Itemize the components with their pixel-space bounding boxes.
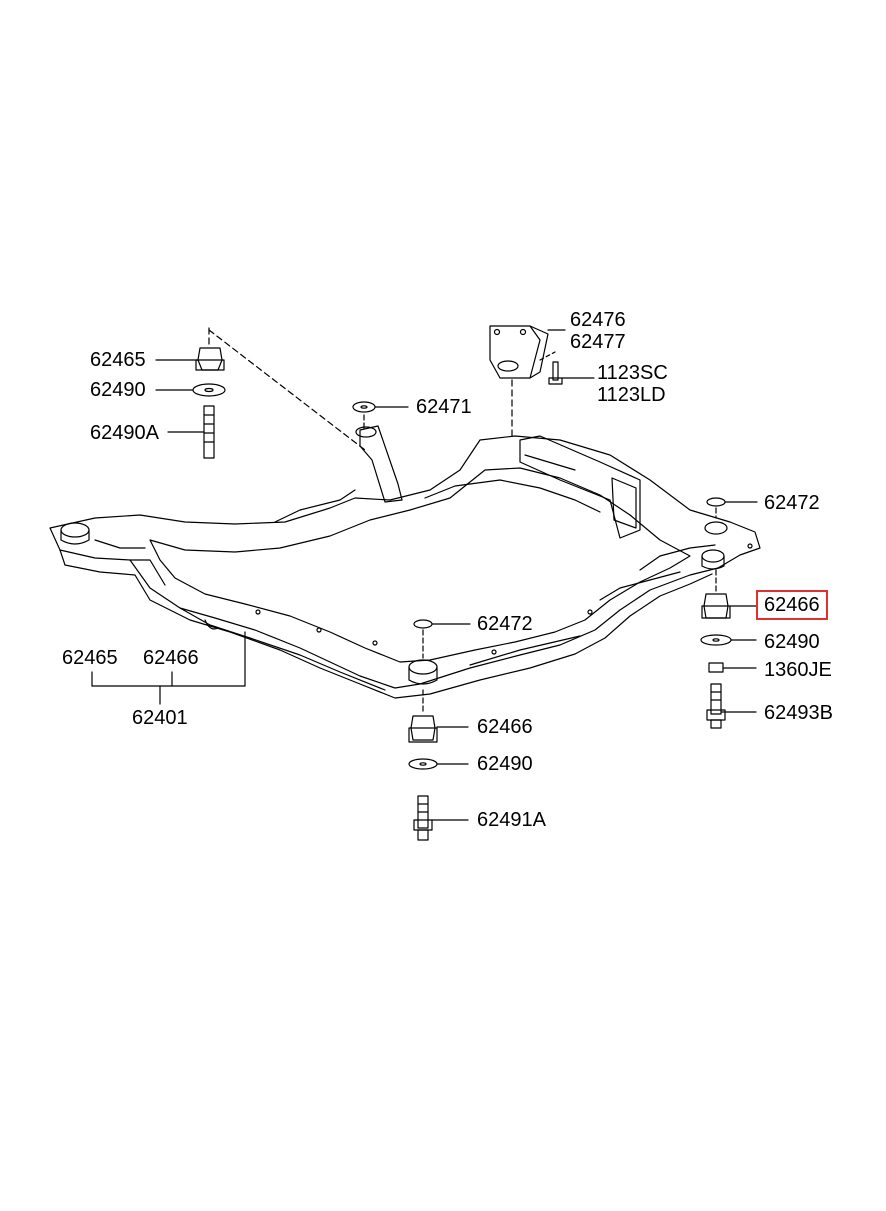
label-62472-center[interactable]: 62472 [477,613,533,635]
label-62472-right[interactable]: 62472 [764,492,820,514]
center-mount-stack [408,619,471,841]
label-62471[interactable]: 62471 [416,396,472,418]
washer-62471 [352,401,409,429]
label-62493B[interactable]: 62493B [764,702,833,724]
group-bracket-62401 [91,631,246,705]
label-62490-right[interactable]: 62490 [764,631,820,653]
label-62476[interactable]: 62476 [570,309,626,331]
label-62401[interactable]: 62401 [132,707,188,729]
label-62477[interactable]: 62477 [570,331,626,353]
label-62466-group[interactable]: 62466 [143,647,199,669]
right-mount-stack [700,497,758,729]
label-1123SC[interactable]: 1123SC [597,362,668,384]
label-62466-right-highlighted[interactable]: 62466 [756,590,828,620]
subframe-body [49,425,761,699]
label-1360JE[interactable]: 1360JE [764,659,832,681]
mount-bracket-62476 [489,325,549,379]
left-mount-stack [192,347,226,459]
label-62490-left[interactable]: 62490 [90,379,146,401]
label-62466-center[interactable]: 62466 [477,716,533,738]
bolt-1123sc [548,361,595,385]
label-62491A[interactable]: 62491A [477,809,546,831]
label-1123LD[interactable]: 1123LD [597,384,666,406]
label-62465-left[interactable]: 62465 [90,349,146,371]
label-62490A[interactable]: 62490A [90,422,159,444]
label-62465-group[interactable]: 62465 [62,647,118,669]
label-62490-center[interactable]: 62490 [477,753,533,775]
